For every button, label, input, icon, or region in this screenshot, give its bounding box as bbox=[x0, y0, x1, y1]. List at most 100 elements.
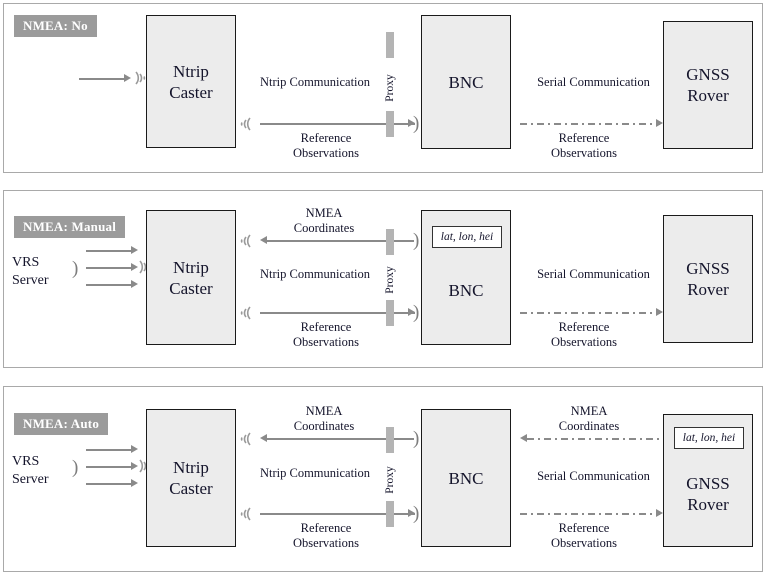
gnss-rover-label-line2: Rover bbox=[687, 280, 729, 299]
vrs-arrowhead-2 bbox=[131, 462, 138, 470]
node-gnss-rover: GNSS Rover bbox=[663, 215, 753, 343]
nmea-line-left bbox=[266, 438, 414, 440]
ref-obs-right-line2: Observations bbox=[551, 146, 617, 160]
gnss-rover-label-line2: Rover bbox=[687, 86, 729, 105]
vrs-arrowhead-1 bbox=[131, 246, 138, 254]
caster-input-arrowhead bbox=[124, 74, 131, 82]
ref-obs-right-line2: Observations bbox=[551, 335, 617, 349]
ntrip-caster-label-line2: Caster bbox=[169, 479, 213, 498]
label-serial-communication: Serial Communication bbox=[537, 267, 650, 281]
label-reference-observations-left: Reference Observations bbox=[266, 320, 386, 350]
gnss-rover-label-line1: GNSS bbox=[686, 65, 730, 84]
ntrip-caster-label-line1: Ntrip bbox=[173, 458, 209, 477]
status-badge-nmea-manual: NMEA: Manual bbox=[14, 216, 126, 238]
nmea-receiver-paren-icon: ) bbox=[413, 230, 420, 251]
ref-obs-right-line1: Reference bbox=[558, 131, 610, 145]
label-reference-observations-left: Reference Observations bbox=[266, 521, 386, 551]
status-badge-nmea-no: NMEA: No bbox=[14, 15, 97, 37]
nmea-coordinates-right-line2: Coordinates bbox=[558, 419, 620, 433]
caster-output-wave-icon bbox=[238, 303, 256, 323]
ref-obs-dashline-right bbox=[520, 312, 660, 314]
caster-output-wave-icon bbox=[238, 504, 256, 524]
nmea-coordinates-right-line1: NMEA bbox=[570, 404, 608, 418]
label-reference-observations-right: Reference Observations bbox=[524, 521, 644, 551]
panel-nmea-no: NMEA: No Ntrip Caster Ntrip Commun bbox=[3, 3, 763, 173]
bnc-label: BNC bbox=[448, 281, 484, 300]
vrs-server-line1: VRS bbox=[12, 255, 40, 270]
nmea-arrowhead-right bbox=[520, 434, 527, 442]
ref-obs-arrowhead-right bbox=[656, 308, 663, 316]
ref-obs-left-line2: Observations bbox=[293, 335, 359, 349]
node-ntrip-caster: Ntrip Caster bbox=[146, 15, 236, 148]
status-badge-nmea-auto: NMEA: Auto bbox=[14, 413, 109, 435]
gnss-rover-label-line1: GNSS bbox=[686, 259, 730, 278]
vrs-line-3 bbox=[86, 483, 134, 485]
node-ntrip-caster: Ntrip Caster bbox=[146, 210, 236, 345]
vrs-server-line2: Server bbox=[12, 273, 49, 288]
vrs-server-line2: Server bbox=[12, 472, 49, 487]
label-ntrip-communication: Ntrip Communication bbox=[259, 267, 371, 281]
ref-obs-left-line2: Observations bbox=[293, 146, 359, 160]
coordinate-chip-bnc: lat, lon, hei bbox=[432, 226, 502, 248]
vrs-line-2 bbox=[86, 267, 134, 269]
panel-nmea-manual: NMEA: Manual VRS Server ) Ntrip Caster bbox=[3, 190, 763, 368]
label-nmea-coordinates: NMEA Coordinates bbox=[254, 206, 394, 236]
ref-obs-right-line2: Observations bbox=[551, 536, 617, 550]
ntrip-caster-label-line2: Caster bbox=[169, 82, 213, 102]
vrs-line-1 bbox=[86, 250, 134, 252]
nmea-line-left bbox=[266, 240, 414, 242]
node-gnss-rover: GNSS Rover bbox=[663, 21, 753, 149]
label-ntrip-communication: Ntrip Communication bbox=[259, 75, 371, 89]
proxy-bar-bottom bbox=[386, 300, 394, 326]
ref-obs-arrowhead-right bbox=[656, 119, 663, 127]
nmea-arrowhead-left bbox=[260, 236, 267, 244]
caster-output-wave-icon bbox=[238, 114, 256, 134]
ref-obs-dashline-right bbox=[520, 513, 660, 515]
ref-obs-arrowhead-left bbox=[408, 509, 415, 517]
ntrip-caster-label-line1: Ntrip bbox=[173, 257, 209, 277]
ref-obs-arrowhead-right bbox=[656, 509, 663, 517]
gnss-rover-label-line1: GNSS bbox=[686, 473, 730, 493]
panel-nmea-auto: NMEA: Auto VRS Server ) Ntrip Caster N bbox=[3, 386, 763, 572]
node-bnc: BNC bbox=[421, 15, 511, 149]
proxy-bar-top bbox=[386, 229, 394, 255]
receiver-paren-icon: ) bbox=[413, 503, 420, 524]
ref-obs-left-line1: Reference bbox=[300, 320, 352, 334]
ref-obs-right-line1: Reference bbox=[558, 521, 610, 535]
bnc-label: BNC bbox=[448, 468, 484, 488]
vrs-arrowhead-2 bbox=[131, 263, 138, 271]
ref-obs-line-left bbox=[260, 312, 415, 314]
coordinate-chip-rover: lat, lon, hei bbox=[674, 427, 744, 449]
vrs-arrowhead-3 bbox=[131, 280, 138, 288]
node-gnss-rover: lat, lon, hei GNSS Rover bbox=[663, 414, 753, 547]
ntrip-caster-label-line1: Ntrip bbox=[173, 61, 209, 81]
proxy-bar-bottom bbox=[386, 111, 394, 137]
nmea-coordinates-line2: Coordinates bbox=[293, 419, 355, 433]
caster-input-line bbox=[79, 78, 127, 80]
vrs-line-2 bbox=[86, 466, 134, 468]
nmea-arrowhead-left bbox=[260, 434, 267, 442]
vrs-arrowhead-1 bbox=[131, 445, 138, 453]
node-bnc: lat, lon, hei BNC bbox=[421, 210, 511, 345]
ref-obs-left-line1: Reference bbox=[300, 521, 352, 535]
nmea-coordinates-line2: Coordinates bbox=[293, 221, 355, 235]
nmea-coordinates-line1: NMEA bbox=[305, 404, 343, 418]
label-reference-observations-left: Reference Observations bbox=[266, 131, 386, 161]
nmea-coordinates-line1: NMEA bbox=[305, 206, 343, 220]
node-ntrip-caster: Ntrip Caster bbox=[146, 409, 236, 547]
label-serial-communication: Serial Communication bbox=[537, 75, 650, 89]
proxy-label: Proxy bbox=[384, 466, 396, 494]
label-nmea-coordinates-right: NMEA Coordinates bbox=[524, 404, 654, 434]
proxy-label: Proxy bbox=[384, 266, 396, 294]
receiver-paren-icon: ) bbox=[413, 302, 420, 323]
vrs-line-3 bbox=[86, 284, 134, 286]
label-reference-observations-right: Reference Observations bbox=[524, 320, 644, 350]
node-bnc: BNC bbox=[421, 409, 511, 547]
receiver-paren-icon: ) bbox=[413, 113, 420, 134]
label-ntrip-communication: Ntrip Communication bbox=[259, 466, 371, 480]
caster-nmea-wave-icon bbox=[238, 231, 256, 251]
proxy-bar-top bbox=[386, 32, 394, 58]
bnc-label: BNC bbox=[448, 72, 484, 92]
ref-obs-arrowhead-left bbox=[408, 308, 415, 316]
ref-obs-left-line2: Observations bbox=[293, 536, 359, 550]
